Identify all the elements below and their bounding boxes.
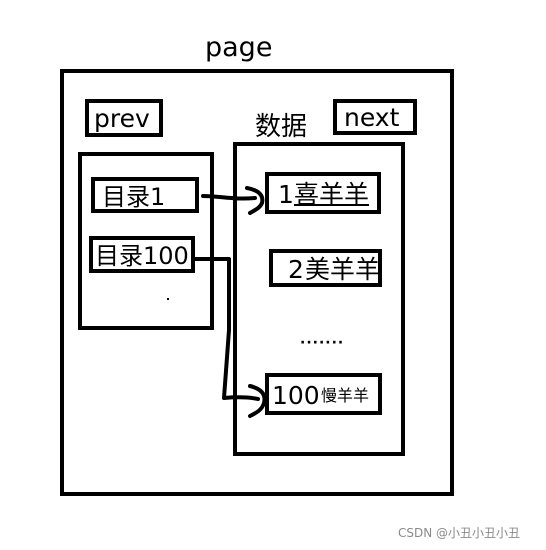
data-item-name: 喜羊羊 xyxy=(294,180,370,209)
directory-entry-label: 目录1 xyxy=(102,183,166,211)
stray-dot xyxy=(167,298,169,300)
data-heading: 数据 xyxy=(255,112,308,142)
data-item-100: 100 慢羊羊 xyxy=(265,373,382,415)
data-item-1: 1 喜羊羊 xyxy=(265,172,381,214)
directory-box xyxy=(78,152,214,330)
directory-entry-label: 目录100 xyxy=(95,242,189,270)
data-item-name: 慢羊羊 xyxy=(321,386,370,405)
directory-entry-100: 目录100 xyxy=(89,236,195,273)
watermark: CSDN @小丑小丑小丑 xyxy=(398,526,521,540)
page-frame xyxy=(60,69,454,496)
directory-entry-1: 目录1 xyxy=(91,177,199,213)
prev-button[interactable]: prev xyxy=(85,99,163,137)
arrow-head-item1 xyxy=(245,186,265,215)
prev-label: prev xyxy=(94,104,150,133)
next-label: next xyxy=(344,103,400,132)
arrow-directory100-to-item100 xyxy=(191,257,260,401)
data-item-name: 美羊羊 xyxy=(305,255,381,284)
data-item-number: 2 xyxy=(288,255,304,284)
arrow-head-item100 xyxy=(248,384,267,418)
data-item-number: 1 xyxy=(278,180,294,209)
data-item-2: 2 美羊羊 xyxy=(269,249,382,287)
arrow-directory1-to-item1 xyxy=(201,194,257,201)
page-title: page xyxy=(205,32,273,63)
ellipsis: ······· xyxy=(300,335,345,351)
data-box xyxy=(233,142,405,456)
next-button[interactable]: next xyxy=(333,99,417,135)
data-item-number: 100 xyxy=(272,381,320,410)
